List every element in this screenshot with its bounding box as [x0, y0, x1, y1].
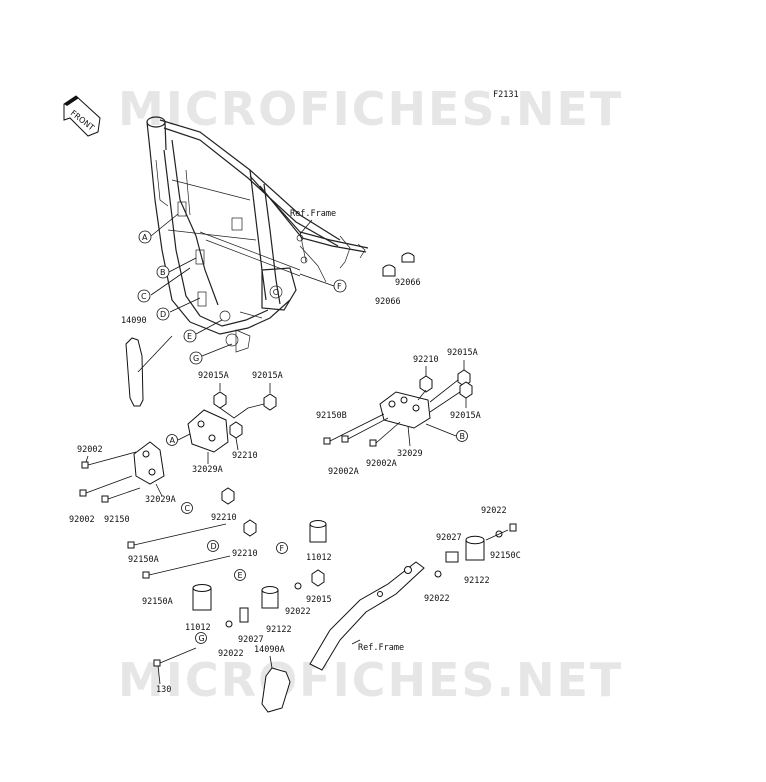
frame-callout-a: A: [142, 233, 148, 242]
bolt-icon-130: [153, 659, 161, 667]
label-92002A-2: 92002A: [366, 459, 397, 469]
label-92015A-1: 92015A: [198, 371, 229, 381]
label-92027-1: 92027: [238, 635, 264, 645]
label-11012-2: 11012: [306, 553, 332, 563]
label-92022-2: 92022: [285, 607, 311, 617]
label-92015A-3: 92015A: [447, 348, 478, 358]
watermark-top: MICROFICHES.NET: [118, 82, 623, 136]
label-92015: 92015: [306, 595, 332, 605]
collar-icon-11012-1: [192, 584, 212, 611]
nut-icon-92210-3: [243, 519, 257, 537]
label-92022-1: 92022: [218, 649, 244, 659]
bolt-icon-92150C: [509, 523, 517, 532]
label-92027-2: 92027: [436, 533, 462, 543]
ref-frame-label-1: Ref.Frame: [290, 209, 336, 219]
collar-icon-11012-2: [309, 520, 327, 543]
callout-c-assembly: [181, 502, 193, 514]
collar-icon-92122-2: [465, 535, 485, 561]
nut-icon-92210-4: [419, 375, 433, 393]
callout-a-assembly: [166, 434, 178, 446]
label-92066-b: 92066: [375, 297, 401, 307]
callout-b-assembly-text: B: [460, 432, 466, 441]
label-92150: 92150: [104, 515, 130, 525]
label-92015A-2: 92015A: [252, 371, 283, 381]
frame-callout-circles: [137, 230, 347, 365]
figure-code: F2131: [493, 90, 519, 100]
frame-callout-b: B: [160, 268, 166, 277]
label-92150C: 92150C: [490, 551, 521, 561]
label-92022-4: 92022: [481, 506, 507, 516]
label-92210-2: 92210: [211, 513, 237, 523]
label-92015A-4: 92015A: [450, 411, 481, 421]
spacer-icon-92027-2: [445, 551, 459, 563]
callout-f-assembly: [276, 542, 288, 554]
nut-icons-top: [213, 391, 277, 411]
label-92122-1: 92122: [266, 625, 292, 635]
label-32029A-2: 32029A: [145, 495, 176, 505]
part-14090-guard: [125, 337, 144, 407]
nut-icon-92210-2: [221, 487, 235, 505]
label-92066-a: 92066: [395, 278, 421, 288]
label-32029: 32029: [397, 449, 423, 459]
frame-callout-c: C: [141, 292, 147, 301]
frame-callout-g: G: [193, 354, 199, 363]
callout-f-assembly-text: F: [280, 544, 285, 553]
bolt-icon-92150A-1: [127, 541, 135, 549]
nut-icon-92015: [311, 569, 325, 587]
ref-frame-label-2: Ref.Frame: [358, 643, 404, 653]
label-92210-3: 92210: [232, 549, 258, 559]
label-92002-2: 92002: [69, 515, 95, 525]
label-92122-2: 92122: [464, 576, 490, 586]
part-side-stand-arm: [309, 561, 425, 671]
motorcycle-frame: [146, 116, 369, 353]
part-14090A-pad: [261, 667, 291, 713]
label-92002-1: 92002: [77, 445, 103, 455]
label-14090A: 14090A: [254, 645, 285, 655]
callout-d-assembly: [207, 540, 219, 552]
label-130: 130: [156, 685, 171, 695]
frame-callout-f: F: [337, 282, 342, 291]
frame-callout-d: D: [160, 310, 166, 319]
callout-d-assembly-text: D: [211, 542, 217, 551]
frame-callouts: [150, 213, 335, 357]
label-92210-1: 92210: [232, 451, 258, 461]
callout-e-assembly-text: E: [238, 571, 243, 580]
part-92066-caps: [382, 252, 415, 277]
bolt-icon-92002A-2: [369, 439, 377, 447]
label-11012-1: 11012: [185, 623, 211, 633]
label-92002A-1: 92002A: [328, 467, 359, 477]
collar-icon-92122-1: [261, 586, 279, 609]
callout-g-assembly: [195, 632, 207, 644]
part-32029A-plate-lower: [133, 441, 165, 485]
label-14090: 14090: [121, 316, 147, 326]
callout-c-assembly-text: C: [185, 504, 191, 513]
label-92150B: 92150B: [316, 411, 347, 421]
callout-b-assembly: [456, 430, 468, 442]
washer-icon-92022-3: [434, 570, 442, 578]
spacer-icon-92027-1: [239, 607, 249, 623]
washer-icon-92022-2: [294, 582, 302, 590]
bolt-icon-92150A-2: [142, 571, 150, 579]
label-92150A-2: 92150A: [142, 597, 173, 607]
callout-g-assembly-text: G: [199, 634, 205, 643]
label-32029A-1: 32029A: [192, 465, 223, 475]
label-92150A-1: 92150A: [128, 555, 159, 565]
part-32029A-plate-upper: [187, 409, 229, 453]
nut-icon-92015A-4: [459, 381, 473, 399]
label-92210-4: 92210: [413, 355, 439, 365]
front-arrow-icon: FRONT: [63, 95, 101, 137]
callout-a-assembly-text: A: [170, 436, 176, 445]
callout-e-assembly: [234, 569, 246, 581]
bolt-icon-92002A-1: [341, 435, 349, 443]
watermark-bottom: MICROFICHES.NET: [118, 653, 623, 707]
bolt-icons-92002: [79, 451, 141, 503]
frame-callout-e: E: [187, 332, 192, 341]
label-92022-3: 92022: [424, 594, 450, 604]
bolt-icon-92150B: [323, 437, 331, 445]
washer-icon-92022-1: [225, 620, 233, 628]
nut-icon-92210-1: [229, 421, 243, 439]
